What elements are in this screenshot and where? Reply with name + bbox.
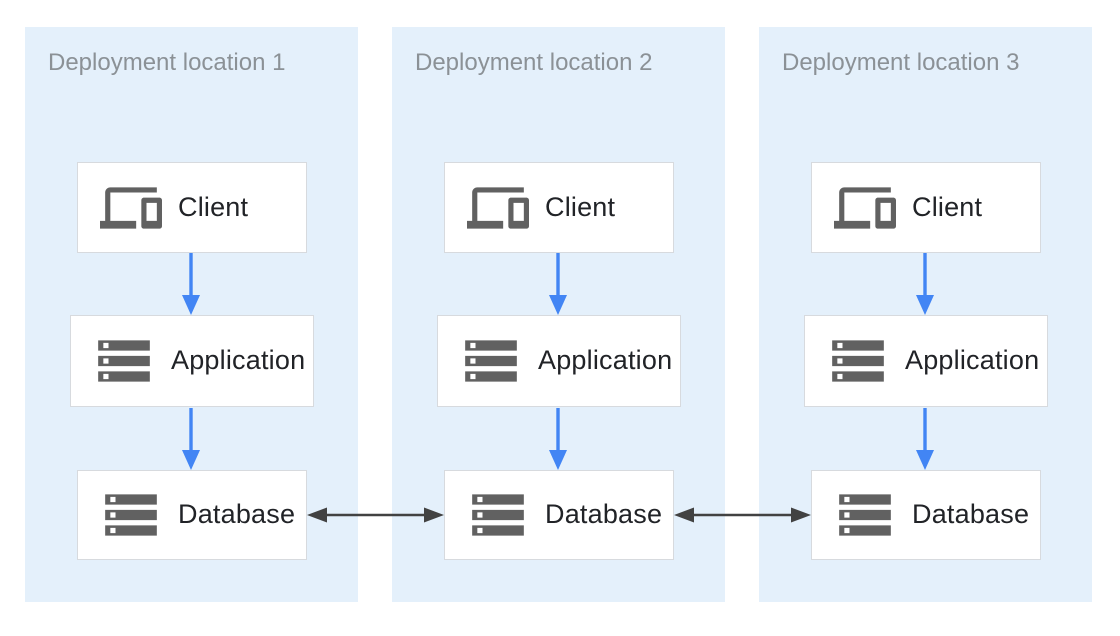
node-label: Application: [171, 345, 306, 376]
client-node: Client: [444, 162, 674, 253]
server-stack-icon: [100, 484, 162, 546]
database-node: Database: [811, 470, 1041, 560]
node-label: Database: [912, 499, 1030, 530]
database-node: Database: [77, 470, 307, 560]
flow-arrow-client-to-application: [549, 253, 567, 315]
devices-icon: [834, 177, 896, 239]
zone-title: Deployment location 2: [415, 49, 653, 76]
client-node: Client: [811, 162, 1041, 253]
deployment-zone-2: Deployment location 2 Client Application…: [392, 27, 725, 602]
deployment-zone-1: Deployment location 1 Client Application…: [25, 27, 358, 602]
server-stack-icon: [827, 330, 889, 392]
server-stack-icon: [467, 484, 529, 546]
server-stack-icon: [460, 330, 522, 392]
devices-icon: [100, 177, 162, 239]
node-label: Client: [178, 191, 249, 222]
server-stack-icon: [834, 484, 896, 546]
flow-arrow-application-to-database: [916, 408, 934, 470]
replication-arrow-db2-db3: [674, 507, 811, 523]
node-label: Database: [178, 499, 296, 530]
node-label: Client: [545, 191, 616, 222]
node-label: Application: [905, 345, 1040, 376]
deployment-zone-3: Deployment location 3 Client Application…: [759, 27, 1092, 602]
zone-title: Deployment location 3: [782, 49, 1020, 76]
flow-arrow-client-to-application: [182, 253, 200, 315]
server-stack-icon: [93, 330, 155, 392]
application-node: Application: [804, 315, 1048, 407]
flow-arrow-application-to-database: [549, 408, 567, 470]
zone-title: Deployment location 1: [48, 49, 286, 76]
client-node: Client: [77, 162, 307, 253]
database-node: Database: [444, 470, 674, 560]
application-node: Application: [437, 315, 681, 407]
devices-icon: [467, 177, 529, 239]
node-label: Application: [538, 345, 673, 376]
node-label: Client: [912, 191, 983, 222]
application-node: Application: [70, 315, 314, 407]
replication-arrow-db1-db2: [307, 507, 444, 523]
node-label: Database: [545, 499, 663, 530]
flow-arrow-client-to-application: [916, 253, 934, 315]
flow-arrow-application-to-database: [182, 408, 200, 470]
